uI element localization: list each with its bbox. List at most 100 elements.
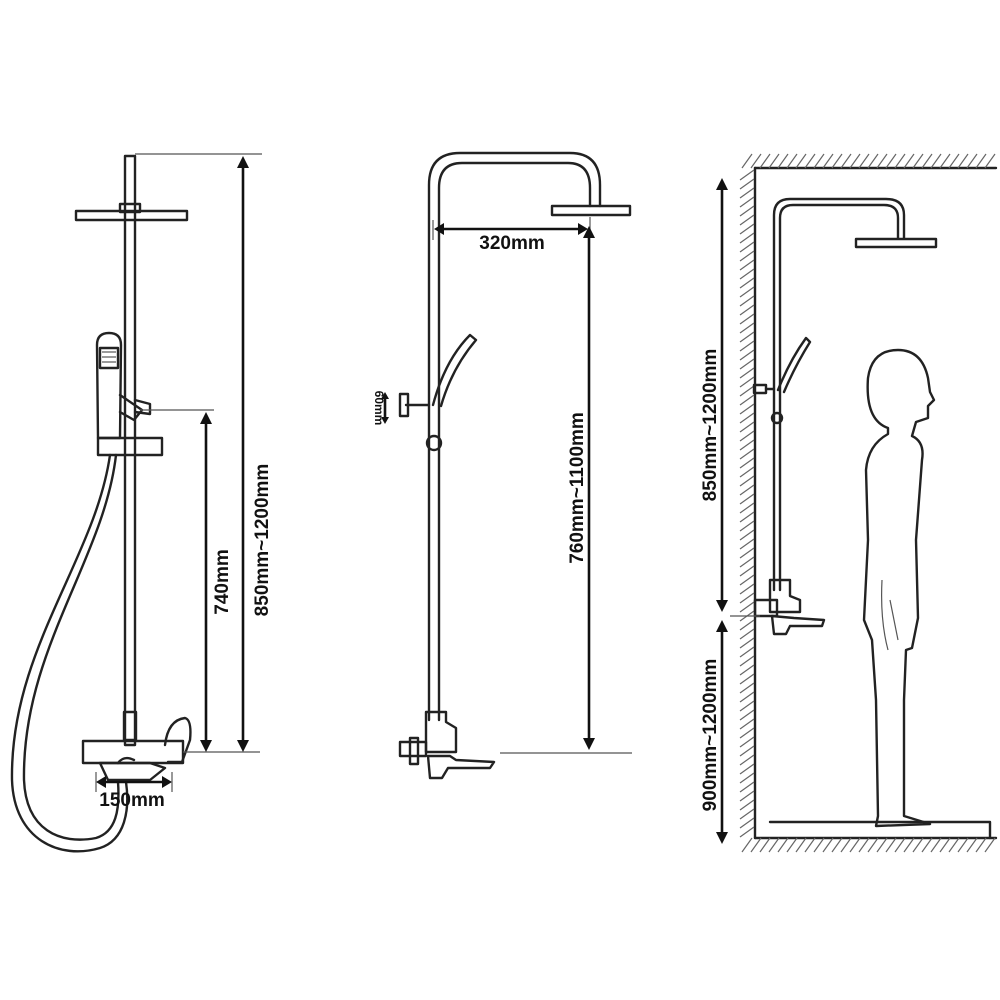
hatch-line (739, 169, 755, 181)
hatch-line (739, 322, 755, 334)
hatch-line (739, 790, 755, 802)
hatch-line (921, 837, 933, 853)
hatch-line (831, 837, 843, 853)
hatch-line (813, 153, 825, 169)
hatch-line (739, 394, 755, 406)
hatch-line (948, 837, 960, 853)
hatch-line (739, 412, 755, 424)
hatch-line (795, 837, 807, 853)
hatch-line (739, 223, 755, 235)
hatch-line (739, 817, 755, 829)
hatch-line (739, 403, 755, 415)
hatch-line (912, 153, 924, 169)
hatch-line (822, 153, 834, 169)
hatch-line (739, 529, 755, 541)
hatch-line (739, 682, 755, 694)
hatch-line (739, 601, 755, 613)
side-mixer-valve (398, 710, 496, 780)
hatch-line (885, 837, 897, 853)
hatch-line (867, 837, 879, 853)
hatch-line (739, 430, 755, 442)
hatch-line (739, 538, 755, 550)
hatch-line (739, 709, 755, 721)
hatch-line (739, 421, 755, 433)
hatch-line (739, 187, 755, 199)
side-outlet-gap-label: 60mm (372, 391, 386, 426)
front-shower-column (74, 154, 189, 747)
hatch-line (739, 700, 755, 712)
hatch-line (739, 781, 755, 793)
hatch-line (739, 331, 755, 343)
hatch-line (739, 511, 755, 523)
hatch-line (948, 153, 960, 169)
hatch-line (739, 619, 755, 631)
hatch-line (739, 736, 755, 748)
hatch-line (831, 153, 843, 169)
front-hose (10, 453, 129, 853)
hatch-line (739, 295, 755, 307)
front-total-height-label: 850mm~1200mm (252, 464, 273, 617)
hatch-line (741, 153, 753, 169)
hatch-line (804, 837, 816, 853)
wall-hatching-left (739, 169, 755, 838)
hatch-line (739, 340, 755, 352)
hatch-line (739, 484, 755, 496)
hatch-line (739, 367, 755, 379)
hatch-line (739, 286, 755, 298)
hatch-line (739, 250, 755, 262)
hatch-line (939, 837, 951, 853)
hatch-line (739, 502, 755, 514)
hatch-line (813, 837, 825, 853)
hatch-line (975, 153, 987, 169)
hatch-line (975, 837, 987, 853)
hatch-line (768, 153, 780, 169)
hatch-line (739, 592, 755, 604)
hatch-line (894, 837, 906, 853)
side-arm-reach-label: 320mm (479, 233, 545, 254)
hatch-line (921, 153, 933, 169)
hatch-line (777, 837, 789, 853)
hatch-line (930, 153, 942, 169)
hatch-line (885, 153, 897, 169)
hatch-line (739, 664, 755, 676)
hatch-line (739, 457, 755, 469)
hatch-line (739, 520, 755, 532)
hatch-line (894, 153, 906, 169)
hatch-line (739, 205, 755, 217)
hatch-line (739, 304, 755, 316)
front-mixer-valve (81, 710, 192, 782)
hatch-line (795, 153, 807, 169)
hatch-line (739, 439, 755, 451)
hatch-line (876, 837, 888, 853)
install-mount-height-label: 900mm~1200mm (700, 659, 721, 812)
install-shower-column (752, 197, 938, 592)
front-view: 850mm~1200mm 740mm 150mm (10, 153, 273, 853)
hatch-line (739, 754, 755, 766)
hatch-line (739, 691, 755, 703)
hatch-line (739, 574, 755, 586)
hatch-line (739, 466, 755, 478)
hatch-line (739, 583, 755, 595)
hatch-line (739, 727, 755, 739)
front-dimension-lines (95, 153, 262, 792)
hatch-line (739, 349, 755, 361)
side-height-label: 760mm~1100mm (567, 412, 588, 564)
hatch-line (739, 475, 755, 487)
hatch-line (739, 493, 755, 505)
install-dimension-lines (716, 178, 760, 844)
hatch-line (739, 313, 755, 325)
hatch-line (768, 837, 780, 853)
hatch-line (739, 232, 755, 244)
hatch-line (739, 547, 755, 559)
hatch-line (903, 837, 915, 853)
side-dimension-lines (381, 217, 632, 754)
hatch-line (876, 153, 888, 169)
hatch-line (739, 772, 755, 784)
hatch-line (739, 556, 755, 568)
hatch-line (903, 153, 915, 169)
side-hand-shower (398, 333, 478, 418)
hatch-line (739, 448, 755, 460)
hatch-line (858, 153, 870, 169)
hatch-line (966, 153, 978, 169)
